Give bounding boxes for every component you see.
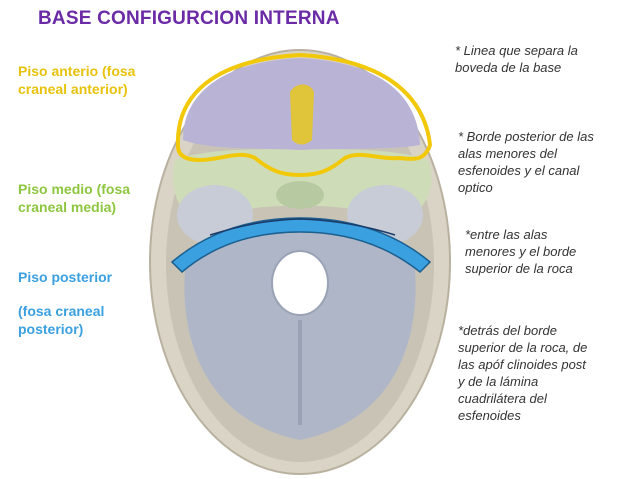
label-posterior-fossa-title: Piso posterior [18,269,113,285]
petrous-ridge-band [170,217,432,274]
label-middle-line-2: craneal media) [18,199,117,215]
label-middle-fossa: Piso medio (fosa craneal media) [18,180,130,216]
petrous-ridge-line [209,218,396,236]
sella-turcica [276,181,324,209]
label-anterior-fossa: Piso anterio (fosa craneal anterior) [18,62,135,98]
note-vault-base-line: * Linea que separa la boveda de la base [455,42,578,76]
label-posterior-fossa: (fosa craneal posterior) [18,302,104,338]
foramen-magnum [271,250,329,316]
note-sphenoid-border: * Borde posterior de las alas menores de… [458,128,594,196]
note-posterior-boundary: *detrás del borde superior de la roca, d… [458,322,587,424]
note-3-line-2: menores y el borde [465,244,577,259]
note-4-line-2: superior de la roca, de [458,340,588,355]
page-title: BASE CONFIGURCION INTERNA [38,8,340,29]
note-4-line-6: esfenoides [458,408,521,423]
note-4-line-3: las apóf clinoides post [458,357,586,372]
note-middle-boundary: *entre las alas menores y el borde super… [465,226,576,277]
note-3-line-3: superior de la roca [465,261,573,276]
label-anterior-line-2: craneal anterior) [18,81,128,97]
label-middle-line-1: Piso medio (fosa [18,181,131,197]
note-2-line-1: * Borde posterior de las [458,129,594,144]
note-4-line-4: y de la lámina [458,374,539,389]
anterior-fossa-outline [175,52,433,178]
note-1-line-1: * Linea que separa la [455,43,578,58]
label-posterior-line-2: posterior) [18,321,84,337]
label-posterior-line-1: (fosa craneal [18,303,105,319]
note-2-line-4: optico [458,180,493,195]
note-4-line-1: *detrás del borde [458,323,558,338]
crista-galli [290,84,314,145]
note-4-line-5: cuadrilátera del [458,391,547,406]
label-anterior-line-1: Piso anterio (fosa [18,63,136,79]
note-2-line-2: alas menores del [458,146,557,161]
note-2-line-3: esfenoides y el canal [458,163,580,178]
note-1-line-2: boveda de la base [455,60,562,75]
note-3-line-1: *entre las alas [465,227,548,242]
